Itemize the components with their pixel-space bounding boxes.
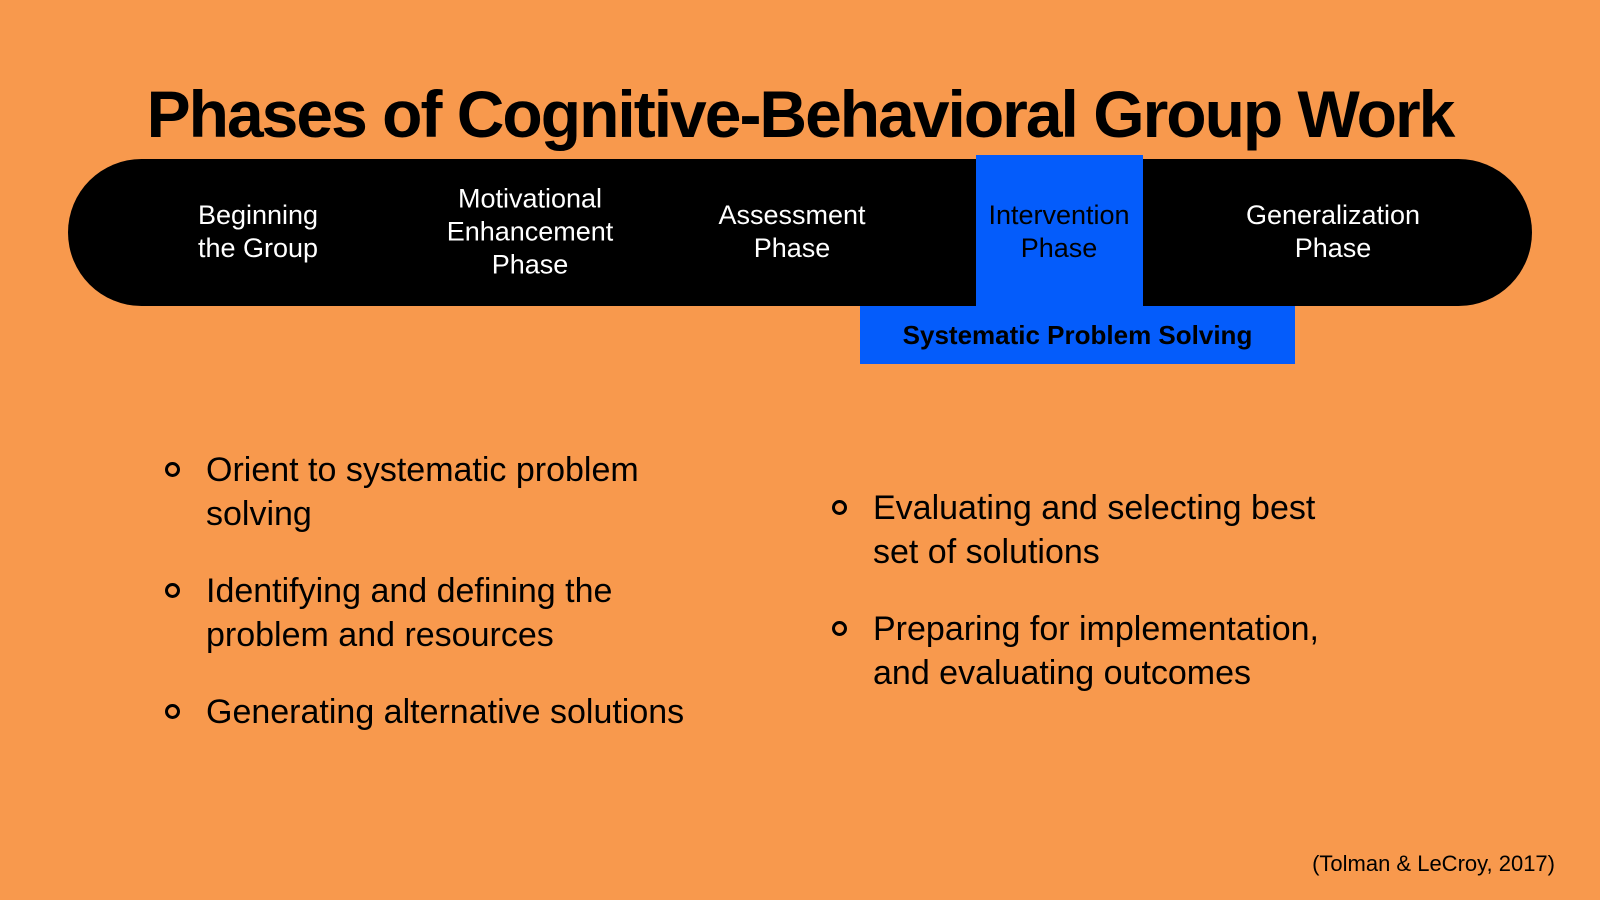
list-item: Orient to systematic problem solving xyxy=(165,448,805,536)
citation: (Tolman & LeCroy, 2017) xyxy=(1312,851,1555,876)
list-item: Evaluating and selecting best set of sol… xyxy=(832,486,1472,574)
phase-label-assessment: Assessment Phase xyxy=(718,200,866,263)
intervention-highlight-column xyxy=(976,155,1143,306)
bullet-text: Preparing for implementation, and evalua… xyxy=(873,610,1320,692)
bullet-text: Generating alternative solutions xyxy=(206,693,685,731)
bullet-circle-icon xyxy=(165,462,180,477)
list-item: Generating alternative solutions xyxy=(165,690,805,734)
list-item: Preparing for implementation, and evalua… xyxy=(832,607,1472,695)
bullet-text: Orient to systematic problem solving xyxy=(206,451,639,533)
bullet-text: Identifying and defining the problem and… xyxy=(206,572,613,654)
bullet-column-right: Evaluating and selecting best set of sol… xyxy=(832,486,1472,728)
bullet-circle-icon xyxy=(165,704,180,719)
list-item: Identifying and defining the problem and… xyxy=(165,569,805,657)
bullet-text: Evaluating and selecting best set of sol… xyxy=(873,489,1316,571)
bullet-circle-icon xyxy=(832,621,847,636)
phase-label-generalization: Generalization Phase xyxy=(1245,200,1421,263)
phase-bar xyxy=(68,159,1532,306)
bullet-circle-icon xyxy=(165,583,180,598)
systematic-problem-solving-callout: Systematic Problem Solving xyxy=(860,306,1295,364)
bullet-column-left: Orient to systematic problem solving Ide… xyxy=(165,448,805,767)
phase-label-intervention: Intervention Phase xyxy=(988,200,1130,263)
callout-label: Systematic Problem Solving xyxy=(902,319,1253,350)
phase-label-motivational-enhancement: Motivational Enhancement Phase xyxy=(446,183,614,280)
slide-title: Phases of Cognitive-Behavioral Group Wor… xyxy=(146,77,1456,151)
bullet-circle-icon xyxy=(832,500,847,515)
phase-label-beginning-the-group: Beginning the Group xyxy=(197,200,319,263)
